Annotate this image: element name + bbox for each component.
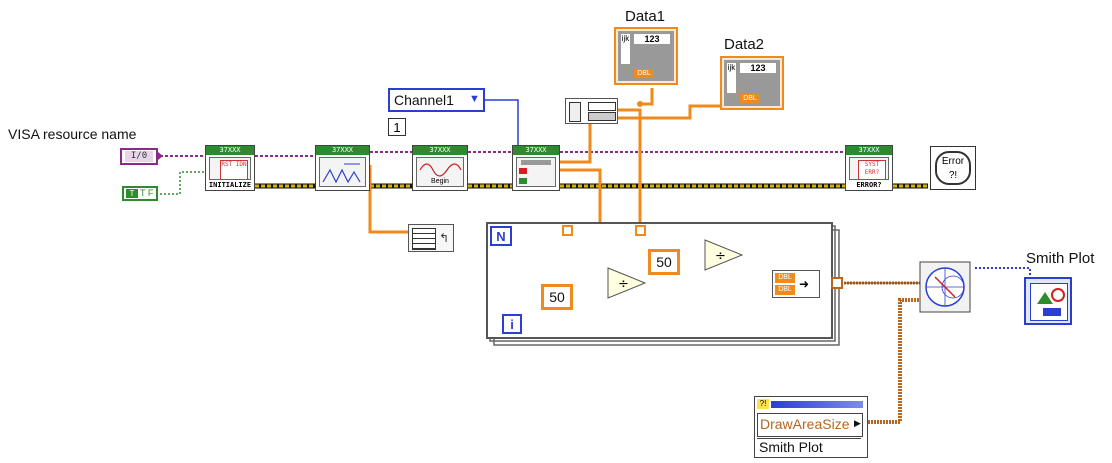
channel-enum-wire[interactable] bbox=[485, 99, 519, 146]
loop-tunnel-2 bbox=[635, 225, 646, 236]
split-output-bottom-icon bbox=[588, 112, 616, 121]
data2-index-icon: ijk bbox=[727, 63, 736, 93]
data1-indicator[interactable]: ijk 123 DBL bbox=[614, 27, 678, 85]
configure-body bbox=[319, 157, 366, 187]
reset-boolean-wire[interactable] bbox=[160, 171, 205, 195]
grid-array-icon bbox=[412, 228, 436, 250]
initialize-glyph: RST IDN bbox=[220, 160, 248, 180]
divide-symbol-1: ÷ bbox=[618, 277, 629, 292]
loop-count-terminal[interactable]: N bbox=[490, 226, 512, 246]
channel-ring-control[interactable]: Channel1 ▼ bbox=[388, 88, 485, 112]
boolean-true-icon: T bbox=[126, 189, 138, 198]
read-body bbox=[516, 157, 556, 187]
smith-plot-bar-icon bbox=[1043, 308, 1061, 316]
property-node-reference: Smith Plot bbox=[757, 438, 861, 457]
dropdown-arrow-icon: ▼ bbox=[469, 93, 480, 105]
smith-output-wire[interactable] bbox=[975, 267, 1031, 280]
visa-io-text: I/0 bbox=[125, 151, 153, 162]
read-red-icon bbox=[519, 168, 527, 174]
data1-index-icon: ijk bbox=[621, 34, 630, 64]
divide-node-1[interactable]: ÷ bbox=[607, 267, 647, 299]
property-item[interactable]: DrawAreaSize ▶ bbox=[757, 413, 863, 437]
waveform-icon bbox=[322, 163, 361, 184]
array-transpose-node[interactable]: ↰ bbox=[408, 224, 454, 252]
transpose-arrow-icon: ↰ bbox=[439, 231, 450, 245]
error-handler-subvi[interactable]: Error ?! bbox=[930, 146, 976, 190]
boolean-label: T F bbox=[140, 188, 154, 198]
visa-resource-wire[interactable] bbox=[160, 151, 845, 157]
begin-body: Begin bbox=[416, 157, 464, 187]
loop-iteration-terminal: i bbox=[502, 314, 522, 334]
error-query-glyph: SYST ERR? bbox=[858, 160, 886, 180]
smith-plot-reference-label: Smith Plot bbox=[759, 439, 823, 455]
split-output-top-icon bbox=[588, 102, 616, 111]
constant-50-b[interactable]: 50 bbox=[648, 249, 680, 275]
read-green-icon bbox=[519, 178, 527, 184]
smith-chart-subvi[interactable] bbox=[919, 261, 971, 313]
loop-tunnel-1 bbox=[562, 225, 573, 236]
begin-subvi[interactable]: 37XXX Begin bbox=[412, 145, 468, 191]
property-node[interactable]: ?! DrawAreaSize ▶ Smith Plot bbox=[754, 396, 868, 458]
data1-type-label: DBL bbox=[634, 69, 654, 78]
begin-header: 37XXX bbox=[413, 146, 467, 155]
sine-icon bbox=[419, 163, 462, 177]
wire-junction-dot bbox=[637, 101, 643, 107]
split-complex-node[interactable] bbox=[565, 98, 618, 124]
read-header: 37XXX bbox=[513, 146, 559, 155]
data1-frame: ijk 123 DBL bbox=[618, 31, 674, 81]
property-node-header: ?! bbox=[757, 399, 865, 411]
visa-resource-label: VISA resource name bbox=[8, 126, 137, 142]
data2-indicator[interactable]: ijk 123 DBL bbox=[720, 56, 784, 110]
read-bar-icon bbox=[521, 160, 551, 165]
complex-re-label: DBL bbox=[775, 273, 795, 283]
error-query-body: SYST ERR? bbox=[849, 157, 889, 180]
divide-symbol-2: ÷ bbox=[715, 249, 726, 264]
loop-output-tunnel bbox=[831, 277, 843, 289]
complex-arrow-icon: ➜ bbox=[799, 277, 810, 291]
error-query-subvi[interactable]: 37XXX SYST ERR? ERROR? bbox=[845, 145, 893, 191]
visa-resource-control[interactable]: I/0 bbox=[120, 148, 158, 165]
reference-icon: ?! bbox=[757, 399, 769, 409]
error-query-caption: ERROR? bbox=[846, 181, 892, 189]
channel-ring-value: Channel1 bbox=[394, 92, 454, 108]
constant-50-a[interactable]: 50 bbox=[541, 284, 573, 310]
data2-index-label: 123 bbox=[740, 63, 776, 73]
read-subvi[interactable]: 37XXX bbox=[512, 145, 560, 191]
error-speech-bubble-icon: Error ?! bbox=[935, 151, 971, 185]
data2-frame: ijk 123 DBL bbox=[724, 60, 780, 106]
draw-area-size-label: DrawAreaSize bbox=[760, 416, 850, 432]
data2-type-label: DBL bbox=[740, 94, 760, 103]
channel-index-display: 1 bbox=[388, 118, 406, 136]
visa-control-arrow-icon bbox=[158, 152, 163, 160]
initialize-caption: INITIALIZE bbox=[206, 181, 254, 189]
begin-caption: Begin bbox=[431, 178, 449, 185]
initialize-subvi[interactable]: 37XXX RST IDN INITIALIZE bbox=[205, 145, 255, 191]
data1-label: Data1 bbox=[625, 8, 666, 25]
split-input-icon bbox=[569, 102, 581, 122]
build-complex-node[interactable]: DBL DBL ➜ bbox=[772, 270, 820, 298]
divide-node-2[interactable]: ÷ bbox=[704, 239, 744, 271]
property-arrow-icon: ▶ bbox=[854, 418, 861, 428]
smith-plot-indicator[interactable] bbox=[1024, 277, 1072, 325]
data2-label: Data2 bbox=[724, 36, 765, 53]
smith-plot-icon bbox=[1030, 283, 1068, 321]
initialize-header: 37XXX bbox=[206, 146, 254, 155]
reset-boolean-constant[interactable]: T T F bbox=[122, 186, 158, 201]
smith-plot-circle-icon bbox=[1051, 288, 1065, 302]
data1-index-label: 123 bbox=[634, 34, 670, 44]
smith-plot-label: Smith Plot bbox=[1026, 250, 1095, 267]
smith-plot-triangle-icon bbox=[1037, 292, 1053, 304]
configure-subvi[interactable]: 37XXX bbox=[315, 145, 370, 191]
initialize-body: RST IDN bbox=[209, 157, 251, 180]
complex-im-label: DBL bbox=[775, 285, 795, 295]
reference-bar-icon bbox=[771, 401, 863, 408]
configure-header: 37XXX bbox=[316, 146, 369, 155]
error-query-header: 37XXX bbox=[846, 146, 892, 155]
